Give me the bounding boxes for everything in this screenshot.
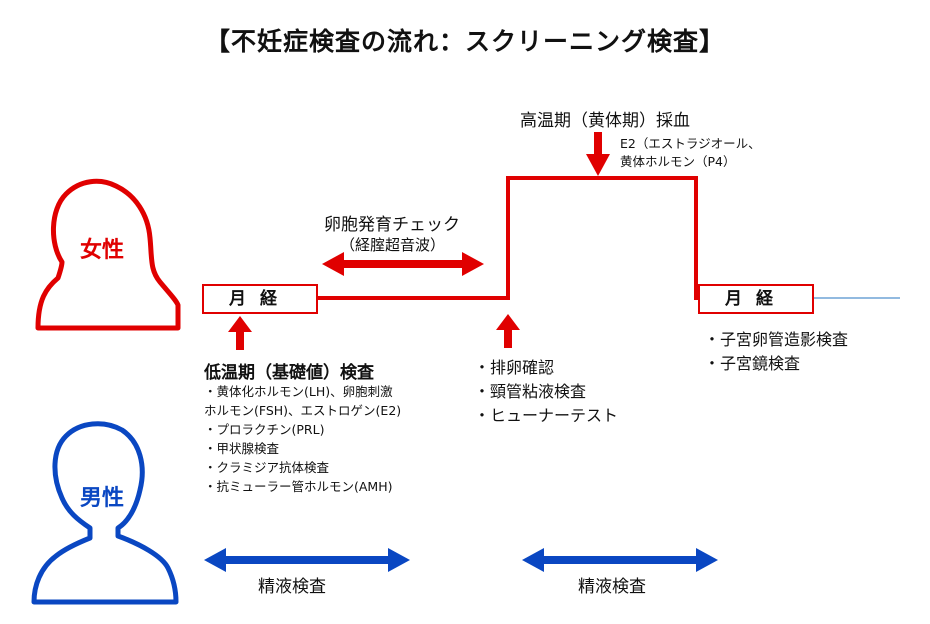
list-item: ・ヒューナーテスト	[474, 406, 619, 425]
low-temp-up-arrow	[228, 316, 252, 350]
ovulation-up-arrow	[496, 314, 520, 348]
list-item: ・クラミジア抗体検査	[204, 460, 330, 475]
ovulation-list: ・排卵確認 ・頸管粘液検査 ・ヒューナーテスト	[474, 356, 618, 428]
list-item: ・排卵確認	[474, 358, 555, 377]
list-item: ・子宮鏡検査	[704, 354, 801, 373]
semen-test-arrow-2	[522, 548, 718, 572]
semen-test-label-2: 精液検査	[578, 577, 646, 597]
menstruation-box-left: 月経	[202, 284, 318, 314]
page-title: 【不妊症検査の流れ：スクリーニング検査】	[204, 27, 725, 56]
menstruation-box-right: 月経	[698, 284, 814, 314]
list-item: ・子宮卵管造影検査	[704, 330, 849, 349]
list-item: ・抗ミューラー管ホルモン(AMH)	[204, 479, 393, 494]
female-label: 女性	[79, 238, 124, 263]
male-label: 男性	[79, 486, 124, 511]
female-silhouette-icon	[35, 178, 181, 331]
follicle-check-arrow	[322, 252, 484, 276]
high-temp-detail-2: 黄体ホルモン（P4）	[620, 154, 736, 169]
list-item: ・黄体化ホルモン(LH)、卵胞刺激	[204, 384, 393, 399]
male-silhouette-icon	[31, 421, 179, 605]
follicle-check-label: 卵胞発育チェック	[324, 215, 460, 235]
low-temp-title: 低温期（基礎値）検査	[204, 363, 374, 383]
high-temp-down-arrow	[586, 132, 610, 176]
high-temp-title: 高温期（黄体期）採血	[520, 111, 690, 131]
list-item: ・甲状腺検査	[204, 441, 280, 456]
follicle-check-sublabel: （経腟超音波）	[340, 236, 446, 254]
list-item: ホルモン(FSH)、エストロゲン(E2)	[204, 403, 402, 418]
late-phase-list: ・子宮卵管造影検査 ・子宮鏡検査	[704, 328, 848, 376]
semen-test-label-1: 精液検査	[258, 577, 326, 597]
high-temp-detail-1: E2（エストラジオール、	[620, 136, 761, 151]
semen-test-arrow-1	[204, 548, 410, 572]
list-item: ・頸管粘液検査	[474, 382, 587, 401]
list-item: ・プロラクチン(PRL)	[204, 422, 325, 437]
low-temp-list: ・黄体化ホルモン(LH)、卵胞刺激 ホルモン(FSH)、エストロゲン(E2) ・…	[204, 382, 401, 496]
